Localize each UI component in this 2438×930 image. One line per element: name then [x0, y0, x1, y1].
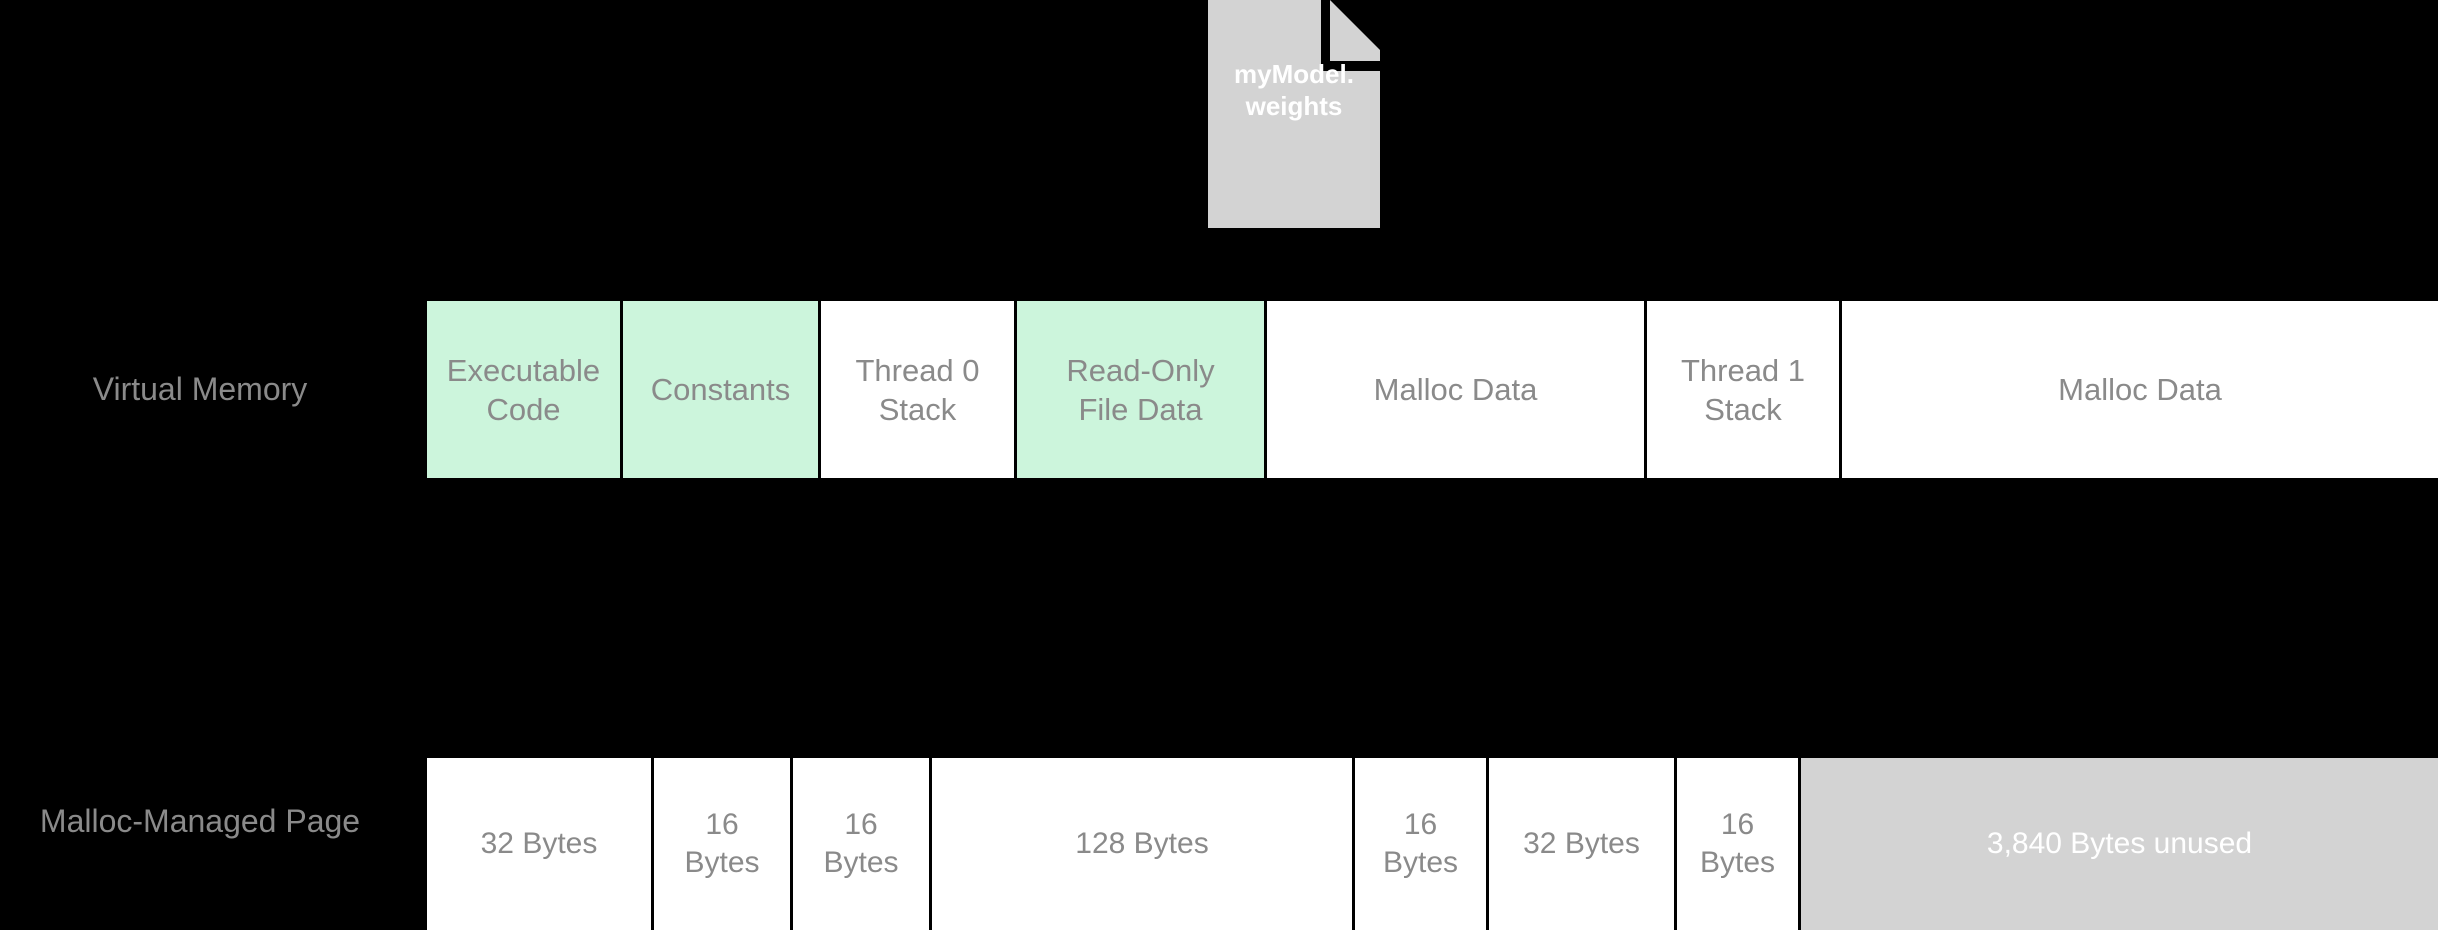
- virtual-memory-block: Read-Only File Data: [1017, 301, 1267, 478]
- virtual-memory-block-label: Constants: [650, 372, 791, 407]
- malloc-managed-page-band: 32 Bytes 16 Bytes 16 Bytes 128 Bytes 16 Byte…: [427, 758, 2438, 930]
- virtual-memory-block: Thread 0 Stack: [821, 301, 1017, 478]
- virtual-memory-block-label: Read-Only File Data: [1066, 352, 1215, 427]
- virtual-memory-block: Constants: [623, 301, 821, 478]
- virtual-memory-row-label: Virtual Memory: [92, 371, 308, 407]
- malloc-page-block-label: 32 Bytes: [480, 827, 598, 860]
- virtual-memory-block-label: Malloc Data: [1373, 372, 1538, 407]
- malloc-page-block: 3,840 Bytes unused: [1801, 758, 2438, 930]
- malloc-page-block-label: 32 Bytes: [1523, 827, 1640, 860]
- malloc-page-block: 32 Bytes: [1489, 758, 1677, 930]
- virtual-memory-block: Executable Code: [427, 301, 623, 478]
- virtual-memory-block-label: Thread 0 Stack: [855, 352, 980, 427]
- virtual-memory-block-label: Executable Code: [446, 352, 601, 427]
- malloc-page-block: 32 Bytes: [427, 758, 654, 930]
- malloc-page-block-label: 16 Bytes: [684, 808, 760, 879]
- file-name-label: myModel. weights: [1234, 59, 1354, 121]
- malloc-page-block-label: 128 Bytes: [1075, 827, 1209, 860]
- malloc-page-block: 16 Bytes: [654, 758, 793, 930]
- file-icon: myModel. weights: [1208, 0, 1380, 228]
- virtual-memory-block-label: Malloc Data: [2058, 372, 2222, 407]
- virtual-memory-block: Malloc Data: [1842, 301, 2438, 478]
- malloc-page-block-label: 16 Bytes: [1699, 808, 1776, 879]
- malloc-page-block-label: 16 Bytes: [823, 808, 899, 879]
- virtual-memory-block: Malloc Data: [1267, 301, 1647, 478]
- malloc-page-block: 16 Bytes: [1355, 758, 1489, 930]
- malloc-page-block: 16 Bytes: [1677, 758, 1801, 930]
- malloc-page-block: 16 Bytes: [793, 758, 932, 930]
- malloc-page-block-label: 3,840 Bytes unused: [1986, 827, 2253, 860]
- malloc-page-block: 128 Bytes: [932, 758, 1355, 930]
- malloc-page-block-label: 16 Bytes: [1382, 808, 1459, 879]
- document-folded-corner-icon: [1330, 0, 1380, 61]
- virtual-memory-band: Executable Code Constants Thread 0 Stack Re…: [427, 301, 2438, 478]
- virtual-memory-block: Thread 1 Stack: [1647, 301, 1842, 478]
- virtual-memory-block-label: Thread 1 Stack: [1680, 352, 1806, 427]
- malloc-managed-page-row-label: Malloc-Managed Page: [39, 803, 361, 839]
